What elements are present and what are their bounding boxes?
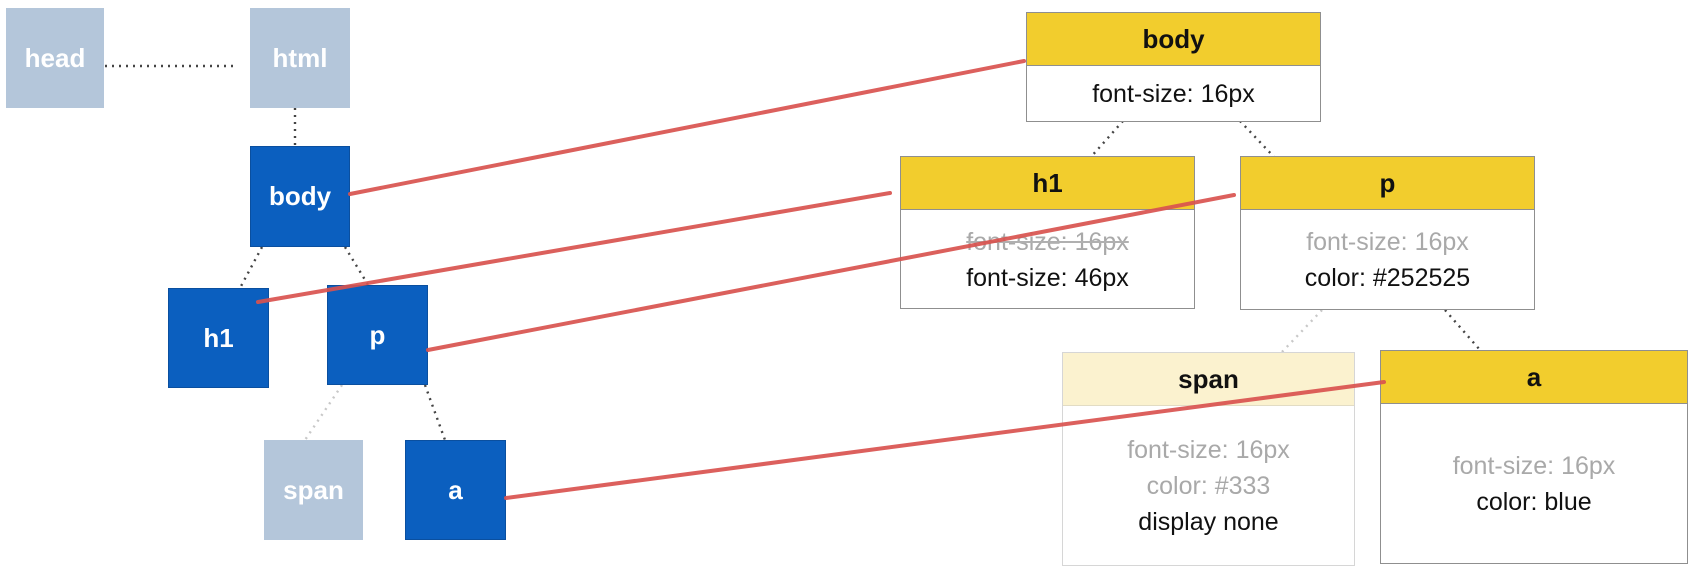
render-box-body-title: body <box>1027 13 1320 66</box>
rule-a-color: color: blue <box>1476 488 1592 516</box>
edge-body-p <box>343 246 372 289</box>
render-box-a: a font-size: 16px color: blue <box>1380 350 1688 564</box>
dom-node-p: p <box>327 285 428 385</box>
dom-node-body: body <box>250 146 350 247</box>
dom-node-head: head <box>6 8 104 108</box>
dom-node-a: a <box>405 440 506 540</box>
rule-p-inherited-font-size: font-size: 16px <box>1306 228 1469 256</box>
dom-node-span: span <box>264 440 363 540</box>
rule-p-color: color: #252525 <box>1304 264 1471 292</box>
render-box-p-title: p <box>1241 157 1534 210</box>
render-box-a-title: a <box>1381 351 1687 404</box>
edge-rp-rspan <box>1281 309 1323 353</box>
render-box-h1-title: h1 <box>901 157 1194 210</box>
edge-rbody-rh1 <box>1089 120 1124 159</box>
edge-p-a <box>423 384 447 441</box>
edge-rp-ra <box>1444 309 1481 351</box>
render-box-h1: h1 font-size: 16px font-size: 46px <box>900 156 1195 309</box>
render-box-body: body font-size: 16px <box>1026 12 1321 122</box>
rule-span-display: display none <box>1138 508 1279 536</box>
render-box-p: p font-size: 16px color: #252525 <box>1240 156 1535 310</box>
edge-p-span <box>304 384 343 441</box>
render-box-span: span font-size: 16px color: #333 display… <box>1062 352 1355 566</box>
dom-node-html: html <box>250 8 350 108</box>
rule-h1-overridden-font-size: font-size: 16px <box>966 227 1129 256</box>
edge-rbody-rp <box>1239 120 1276 159</box>
render-box-span-title: span <box>1063 353 1354 406</box>
rule-h1-font-size: font-size: 46px <box>966 263 1129 292</box>
rule-body-font-size: font-size: 16px <box>1092 80 1255 108</box>
rule-span-inherited-color: color: #333 <box>1146 472 1271 500</box>
dom-node-h1: h1 <box>168 288 269 388</box>
rule-span-inherited-font-size: font-size: 16px <box>1127 436 1290 464</box>
rule-a-inherited-font-size: font-size: 16px <box>1452 452 1616 480</box>
edge-body-h1 <box>238 246 264 289</box>
